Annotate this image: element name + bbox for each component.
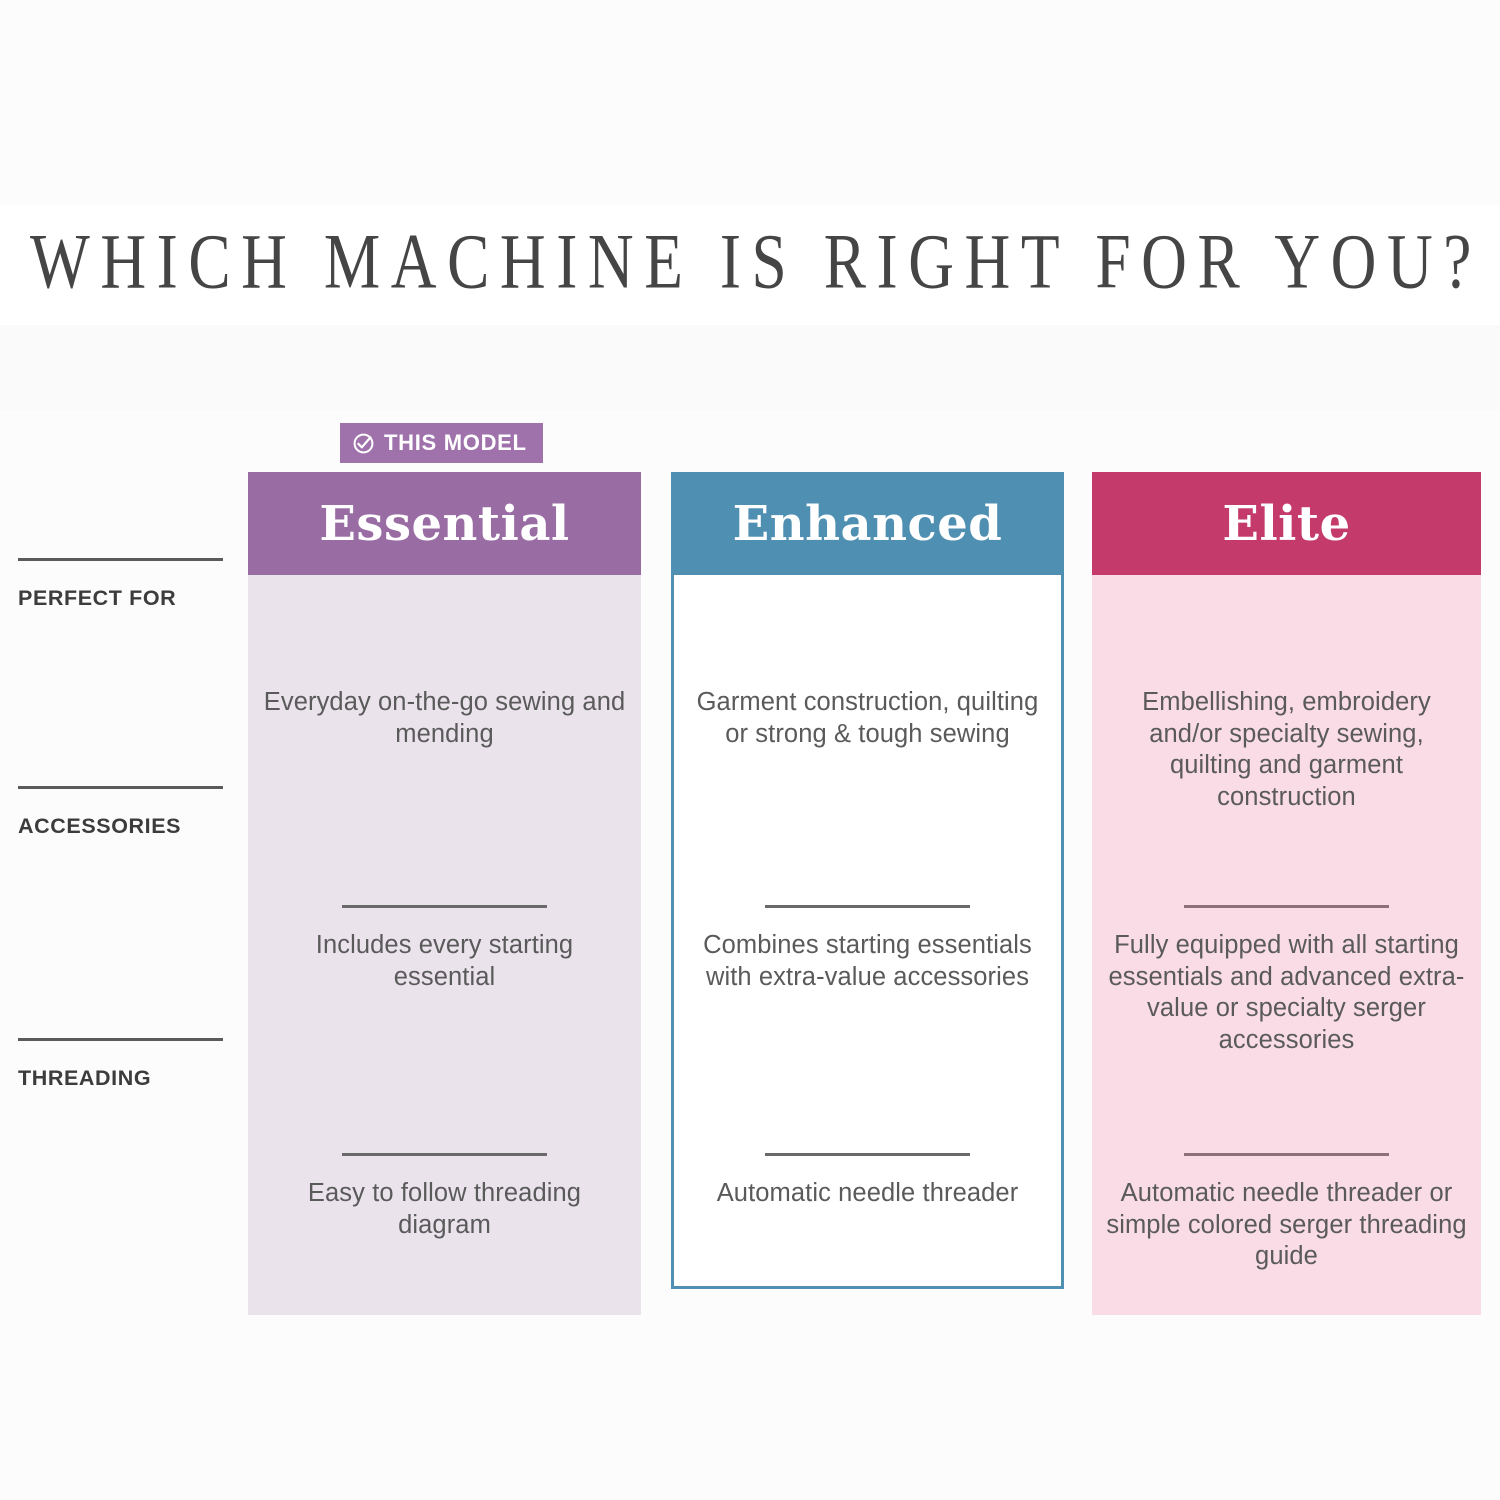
this-model-badge-label: THIS MODEL [384,430,527,455]
this-model-badge: THIS MODEL [340,423,543,463]
cell-elite-perfect-for: Embellishing, embroidery and/or specialt… [1092,687,1481,813]
row-divider [18,558,223,561]
cell-text: Combines starting essentials with extra-… [703,931,1032,991]
cell-divider [342,1153,547,1156]
column-elite[interactable]: Elite Embellishing, embroidery and/or sp… [1092,472,1481,1315]
title-background-band [0,205,1500,325]
row-label-threading: THREADING [18,1038,223,1091]
column-body-essential: Everyday on-the-go sewing and mending In… [248,575,641,1315]
column-header-essential: Essential [248,472,641,575]
cell-essential-perfect-for: Everyday on-the-go sewing and mending [248,687,641,750]
cell-elite-accessories: Fully equipped with all starting essenti… [1092,905,1481,1056]
cell-divider [1184,905,1389,908]
column-body-elite: Embellishing, embroidery and/or specialt… [1092,575,1481,1315]
cell-text: Includes every starting essential [315,931,574,991]
cell-text: Embellishing, embroidery and/or specialt… [1142,688,1431,811]
cell-text: Everyday on-the-go sewing and mending [263,688,626,748]
column-enhanced[interactable]: Enhanced Garment construction, quilting … [671,472,1064,1289]
cell-essential-accessories: Includes every starting essential [248,905,641,993]
row-divider [18,1038,223,1041]
cell-essential-threading: Easy to follow threading diagram [248,1153,641,1241]
cell-elite-threading: Automatic needle threader or simple colo… [1092,1153,1481,1273]
cell-divider [342,905,547,908]
cell-enhanced-perfect-for: Garment construction, quilting or strong… [674,687,1061,750]
cell-enhanced-threading: Automatic needle threader [674,1153,1061,1210]
cell-divider [765,1153,970,1156]
cell-text: Automatic needle threader or simple colo… [1106,1179,1467,1271]
cell-divider [765,905,970,908]
column-header-enhanced: Enhanced [671,472,1064,575]
row-divider [18,786,223,789]
cell-text: Easy to follow threading diagram [307,1179,582,1239]
cell-divider [1184,1153,1389,1156]
column-essential[interactable]: Essential Everyday on-the-go sewing and … [248,472,641,1315]
column-header-elite: Elite [1092,472,1481,575]
row-label-text: ACCESSORIES [18,814,182,838]
row-label-text: THREADING [18,1066,152,1090]
title-background-band-lower [0,325,1500,410]
row-label-perfect-for: PERFECT FOR [18,558,223,611]
cell-text: Garment construction, quilting or strong… [696,688,1039,748]
row-label-text: PERFECT FOR [18,586,177,610]
cell-enhanced-accessories: Combines starting essentials with extra-… [674,905,1061,993]
row-label-accessories: ACCESSORIES [18,786,223,839]
check-circle-icon [352,432,375,455]
page-title: WHICH MACHINE IS RIGHT FOR YOU? [30,219,1482,306]
column-body-enhanced: Garment construction, quilting or strong… [671,575,1064,1289]
cell-text: Automatic needle threader [716,1179,1019,1207]
cell-text: Fully equipped with all starting essenti… [1108,931,1465,1054]
